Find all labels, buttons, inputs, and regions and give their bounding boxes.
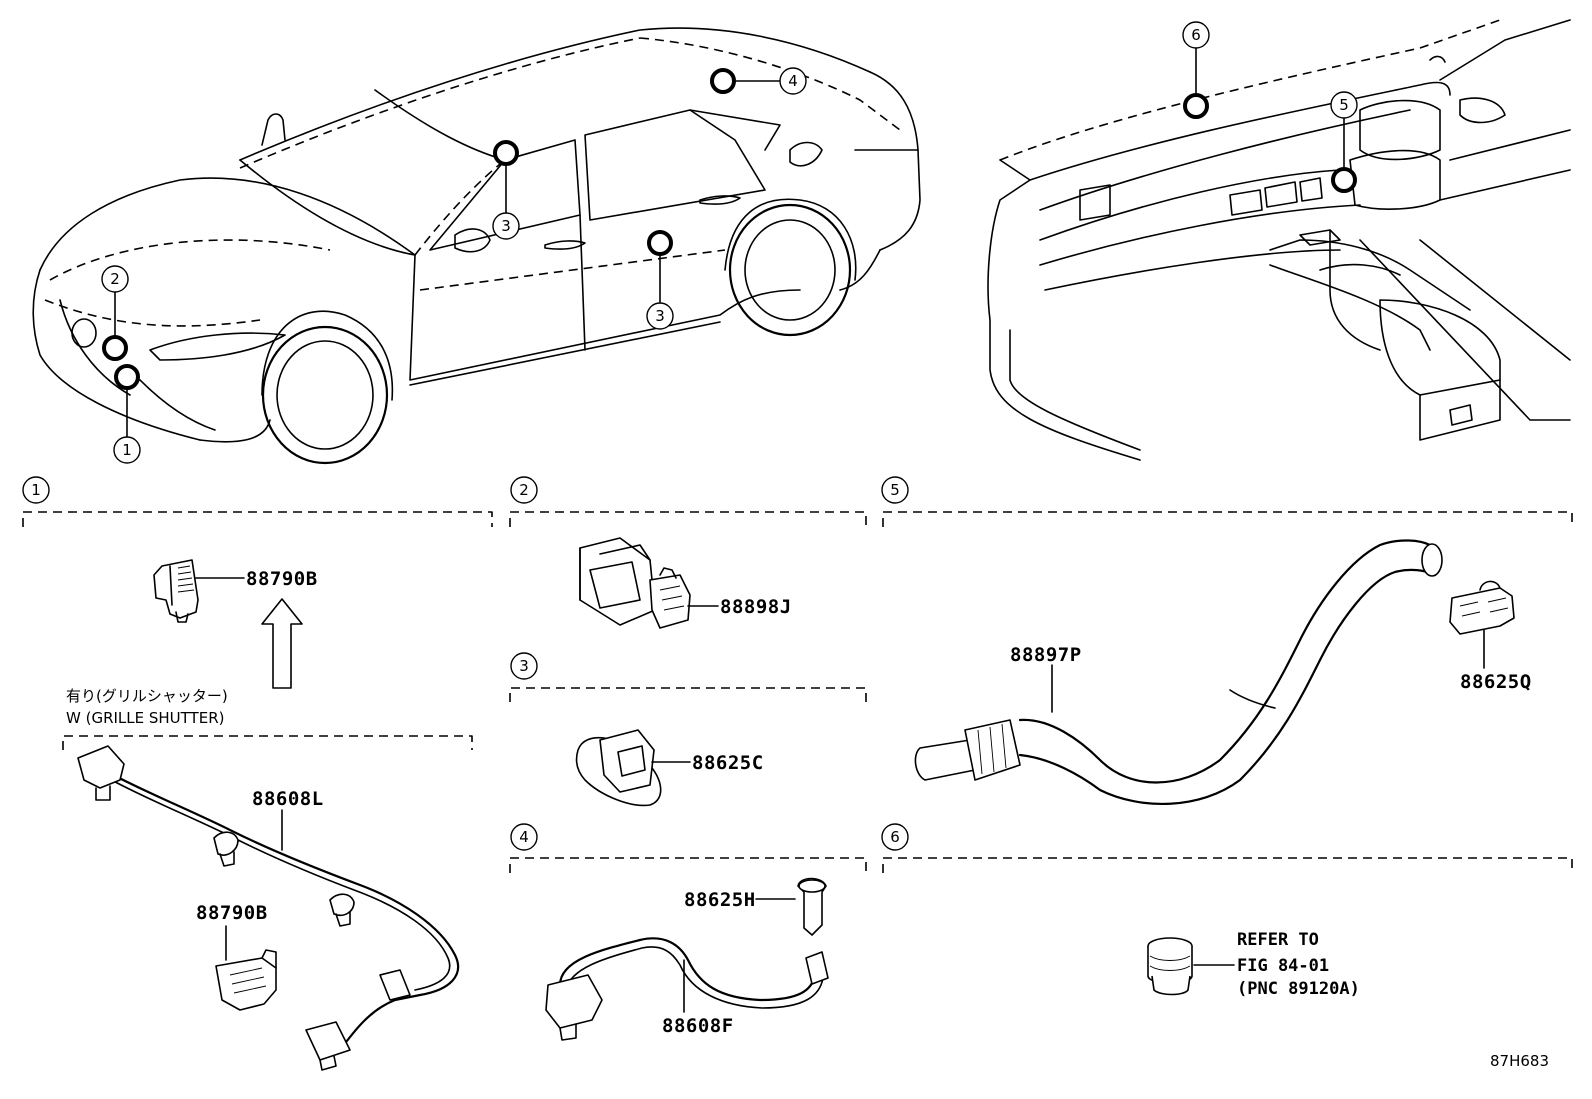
car-outline-illustration <box>32 27 921 465</box>
part-88625H: 88625H <box>684 877 827 936</box>
up-arrow-icon <box>261 598 303 689</box>
callout-6: 6 <box>1191 26 1201 44</box>
location-marker-5 <box>1331 167 1357 193</box>
refer-note-line-3: (PNC 89120A) <box>1237 979 1360 999</box>
section-2-header: 2 <box>509 476 867 527</box>
part-number-88898J: 88898J <box>720 596 792 618</box>
location-marker-1 <box>114 364 140 390</box>
part-number-88625Q: 88625Q <box>1460 671 1532 693</box>
callout-3b: 3 <box>655 307 665 325</box>
location-marker-2 <box>102 335 128 361</box>
part-number-88625C: 88625C <box>692 752 764 774</box>
section-5-header: 5 <box>881 476 1573 527</box>
part-number-88790B-top: 88790B <box>246 568 318 590</box>
part-number-88608F: 88608F <box>662 1015 734 1037</box>
location-marker-4 <box>710 68 736 94</box>
figure-id: 87H683 <box>1490 1052 1549 1070</box>
callout-1: 1 <box>122 441 132 459</box>
section-number-5: 5 <box>890 481 900 499</box>
section-6-header: 6 <box>881 823 1573 873</box>
refer-note-line-2: FIG 84-01 <box>1237 956 1329 976</box>
part-88608L: 88608L <box>77 745 460 1071</box>
section-number-1: 1 <box>31 481 41 499</box>
section-number-4: 4 <box>519 828 529 846</box>
section-4-header: 4 <box>509 823 867 873</box>
callout-3a: 3 <box>501 217 511 235</box>
part-88790B-top: 88790B <box>153 559 318 623</box>
part-88625C: 88625C <box>575 729 764 807</box>
car-locations: 1 2 3 3 4 <box>101 67 807 464</box>
callout-4: 4 <box>788 72 798 90</box>
section-number-6: 6 <box>890 828 900 846</box>
part-89120A-reference: REFER TO FIG 84-01 (PNC 89120A) <box>1147 930 1360 999</box>
part-88625Q: 88625Q <box>1449 580 1532 693</box>
section-number-2: 2 <box>519 481 529 499</box>
section-3-header: 3 <box>509 652 867 702</box>
grille-shutter-note: 有り(グリルシャッター) W (GRILLE SHUTTER) <box>62 687 473 750</box>
location-marker-3a <box>493 140 519 166</box>
section-1-header: 1 <box>22 476 493 527</box>
location-marker-6 <box>1183 93 1209 119</box>
grille-shutter-label-jp: 有り(グリルシャッター) <box>66 687 228 705</box>
part-88898J: 88898J <box>579 537 792 629</box>
dashboard-interior-illustration: 6 5 <box>987 19 1571 461</box>
part-88790B-bottom: 88790B <box>196 902 277 1011</box>
part-88608F: 88608F <box>545 937 829 1041</box>
part-number-88625H: 88625H <box>684 889 756 911</box>
callout-5: 5 <box>1339 96 1349 114</box>
location-marker-3b <box>647 230 673 256</box>
part-88897P: 88897P <box>914 539 1443 806</box>
part-number-88608L: 88608L <box>252 788 324 810</box>
part-number-88897P: 88897P <box>1010 644 1082 666</box>
callout-2: 2 <box>110 270 120 288</box>
refer-note-line-1: REFER TO <box>1237 930 1319 950</box>
section-number-3: 3 <box>519 657 529 675</box>
part-number-88790B-bottom: 88790B <box>196 902 268 924</box>
grille-shutter-label-en: W (GRILLE SHUTTER) <box>66 709 224 727</box>
